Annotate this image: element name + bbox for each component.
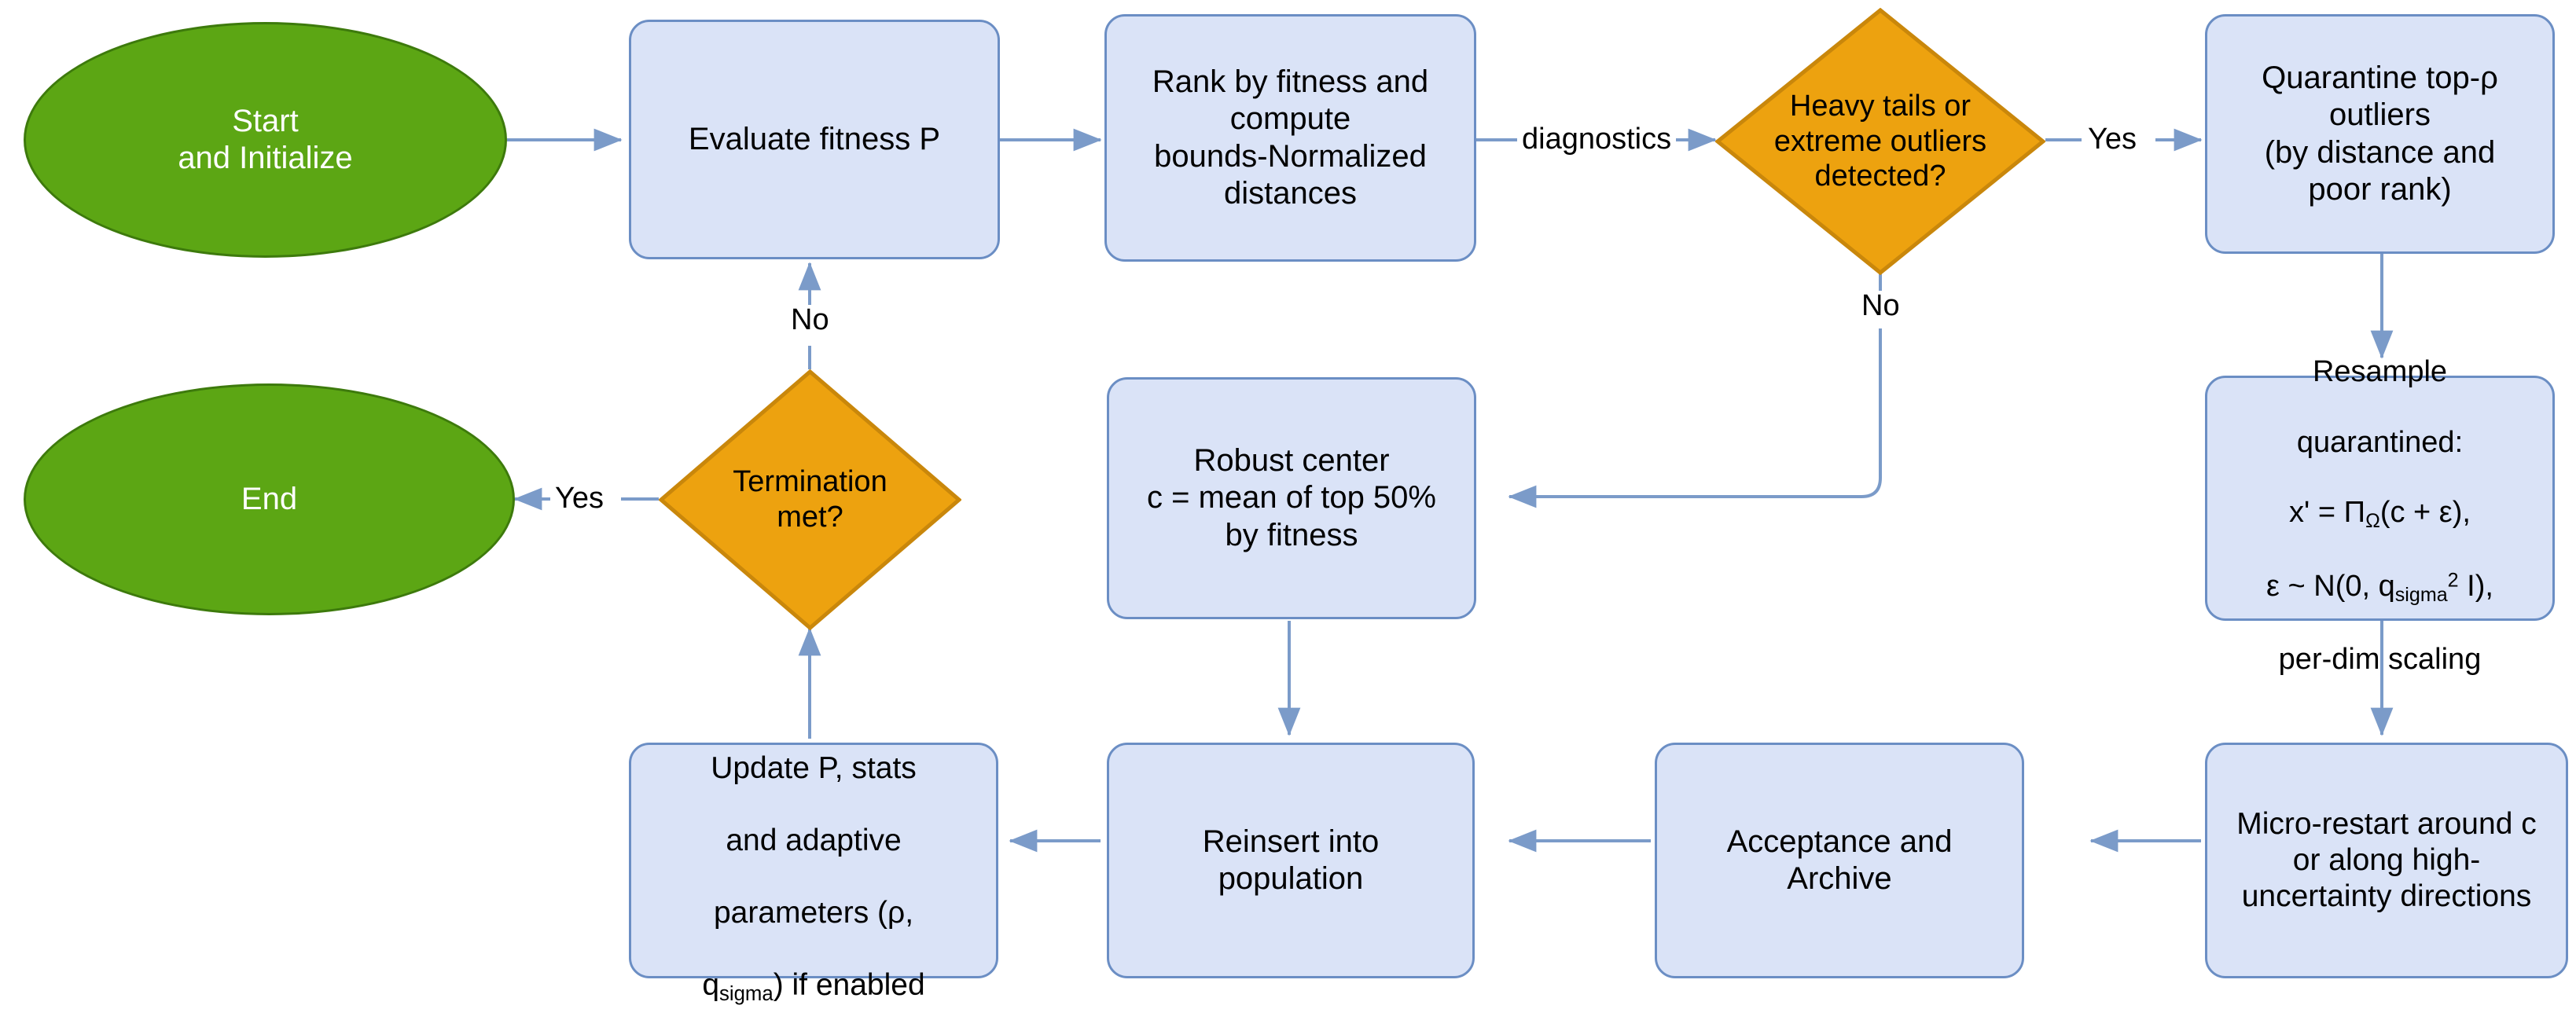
- node-evaluate-fitness-label: Evaluate fitness P: [688, 121, 941, 156]
- node-acceptance-archive[interactable]: Acceptance and Archive: [1655, 743, 2024, 978]
- node-end-label: End: [241, 481, 298, 516]
- node-start[interactable]: Start and Initialize: [24, 22, 507, 258]
- resample-line-5: per-dim scaling: [2278, 643, 2482, 677]
- node-micro-restart-label: Micro-restart around c or along high- un…: [2236, 806, 2537, 913]
- node-termination-decision[interactable]: Termination met?: [659, 369, 961, 630]
- node-acceptance-archive-label: Acceptance and Archive: [1726, 824, 1953, 896]
- node-quarantine-label: Quarantine top-ρ outliers (by distance a…: [2262, 61, 2498, 207]
- resample-line-4: ε ~ N(0, qsigma2 I),: [2266, 569, 2493, 606]
- node-update-params-text: Update P, stats and adaptive parameters …: [639, 714, 988, 1007]
- node-start-label: Start and Initialize: [178, 103, 353, 175]
- node-end[interactable]: End: [24, 383, 515, 615]
- node-evaluate-fitness[interactable]: Evaluate fitness P: [629, 20, 1000, 259]
- diamond-outline-icon: [1715, 8, 2045, 275]
- resample-line-1: Resample: [2312, 354, 2448, 388]
- update-line-1: Update P, stats: [711, 751, 917, 786]
- node-resample-text: Resample quarantined: x' = ΠΩ(c + ε), ε …: [2215, 319, 2545, 677]
- edge-label-diagnostics: diagnostics: [1517, 124, 1677, 154]
- node-reinsert-population[interactable]: Reinsert into population: [1107, 743, 1475, 978]
- edge-label-heavy-no: No: [1857, 291, 1905, 321]
- node-heavy-tails-decision[interactable]: Heavy tails or extreme outliers detected…: [1715, 8, 2045, 275]
- node-micro-restart[interactable]: Micro-restart around c or along high- un…: [2205, 743, 2568, 978]
- update-line-4: qsigma) if enabled: [702, 968, 925, 1006]
- edge-label-heavy-yes: Yes: [2083, 124, 2141, 154]
- node-quarantine[interactable]: Quarantine top-ρ outliers (by distance a…: [2205, 14, 2555, 254]
- node-rank-by-fitness[interactable]: Rank by fitness and compute bounds-Norma…: [1104, 14, 1476, 262]
- node-update-params[interactable]: Update P, stats and adaptive parameters …: [629, 743, 998, 1005]
- node-reinsert-population-label: Reinsert into population: [1202, 824, 1380, 896]
- update-line-2: and adaptive: [726, 824, 902, 858]
- resample-line-3: x' = ΠΩ(c + ε),: [2289, 496, 2471, 533]
- node-robust-center-label: Robust center c = mean of top 50% by fit…: [1146, 443, 1436, 552]
- node-robust-center[interactable]: Robust center c = mean of top 50% by fit…: [1107, 377, 1476, 619]
- edge-label-termination-no: No: [786, 305, 834, 335]
- update-line-3: parameters (ρ,: [713, 896, 914, 930]
- node-termination-label: Termination met?: [733, 465, 887, 534]
- diamond-outline-icon: [659, 369, 961, 630]
- resample-line-2: quarantined:: [2296, 425, 2464, 459]
- node-resample-quarantined[interactable]: Resample quarantined: x' = ΠΩ(c + ε), ε …: [2205, 355, 2555, 676]
- edge-label-termination-yes: Yes: [550, 483, 608, 513]
- node-rank-by-fitness-label: Rank by fitness and compute bounds-Norma…: [1152, 64, 1429, 211]
- edge-no-to-robustcenter: [1508, 328, 1882, 508]
- node-heavy-tails-label: Heavy tails or extreme outliers detected…: [1773, 89, 1987, 193]
